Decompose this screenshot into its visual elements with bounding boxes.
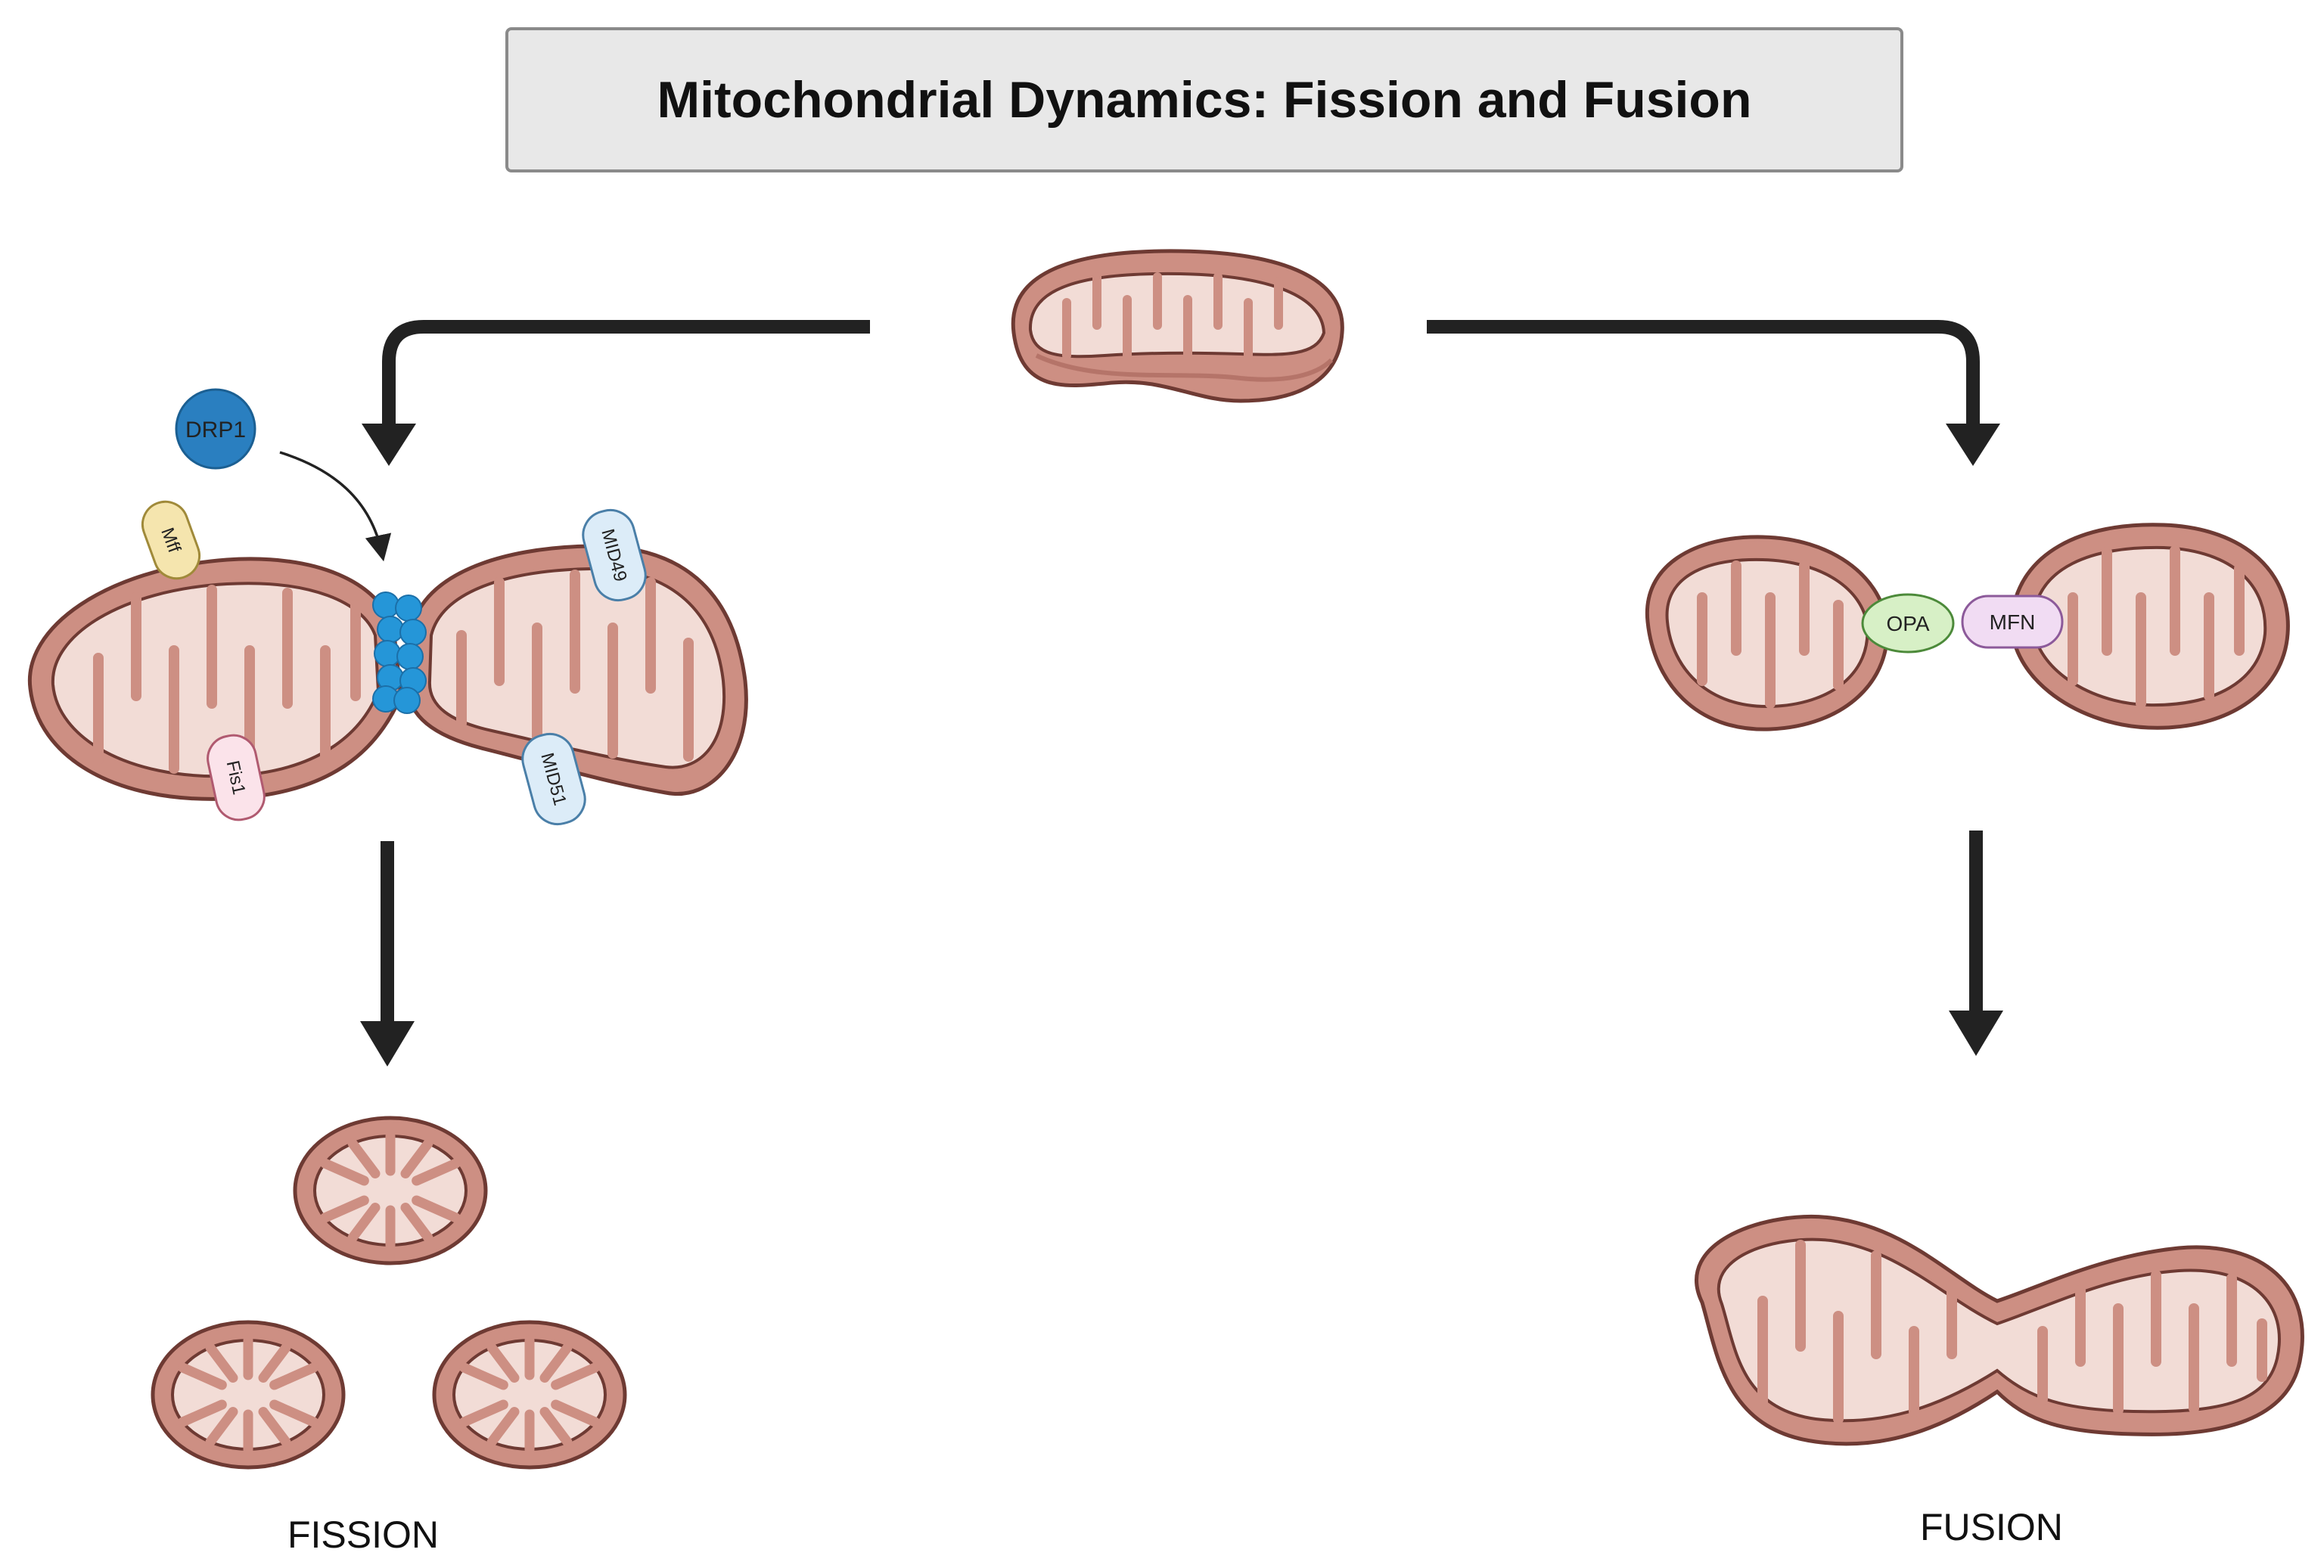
drp1-label: DRP1 <box>185 418 246 442</box>
drp1-bead <box>396 643 424 670</box>
arrow-fission-result <box>360 841 415 1067</box>
drp1-bead <box>377 616 404 643</box>
mitochondrion-small <box>293 1116 488 1265</box>
title-box: Mitochondrial Dynamics: Fission and Fusi… <box>505 27 1903 172</box>
mitochondrion-fused <box>1695 1215 2304 1446</box>
drp1-ring-cluster <box>372 591 427 714</box>
diagram-title: Mitochondrial Dynamics: Fission and Fusi… <box>657 71 1752 129</box>
fission-caption: FISSION <box>287 1514 440 1556</box>
fission-result-group <box>151 1116 627 1470</box>
arrow-to-fusion <box>1427 320 2000 466</box>
mitochondrion-fusing-left <box>1645 535 1890 731</box>
arrow-to-fission <box>362 320 870 466</box>
mitochondrion-small <box>432 1320 627 1470</box>
drp1-protein: DRP1 <box>175 388 256 470</box>
fis1-protein: Fis1 <box>207 734 266 821</box>
opa-label: OPA <box>1886 612 1929 635</box>
fusion-caption: FUSION <box>1920 1506 2063 1548</box>
drp1-bead <box>372 591 399 619</box>
drp1-bead <box>399 619 427 646</box>
arrow-fusion-result <box>1949 831 2003 1056</box>
drp1-bead <box>395 595 422 622</box>
mitochondrion-small <box>151 1320 346 1470</box>
drp1-bead <box>393 687 421 714</box>
mid49-protein: MID49 <box>582 508 647 602</box>
drp1-bead <box>374 640 401 667</box>
mff-protein: Mff <box>141 500 201 580</box>
mitochondrion-top <box>1011 249 1344 403</box>
mitochondrion-fusing-right <box>2009 523 2290 730</box>
mfn-label: MFN <box>1990 610 2036 634</box>
mitochondrion-dividing-left <box>27 557 403 801</box>
opa-protein: OPA <box>1861 593 1955 654</box>
mfn-protein: MFN <box>1961 595 2064 649</box>
drp1-arrow <box>279 451 392 562</box>
mid51-protein: MID51 <box>521 732 586 826</box>
mitochondrion-dividing-right <box>406 544 748 796</box>
